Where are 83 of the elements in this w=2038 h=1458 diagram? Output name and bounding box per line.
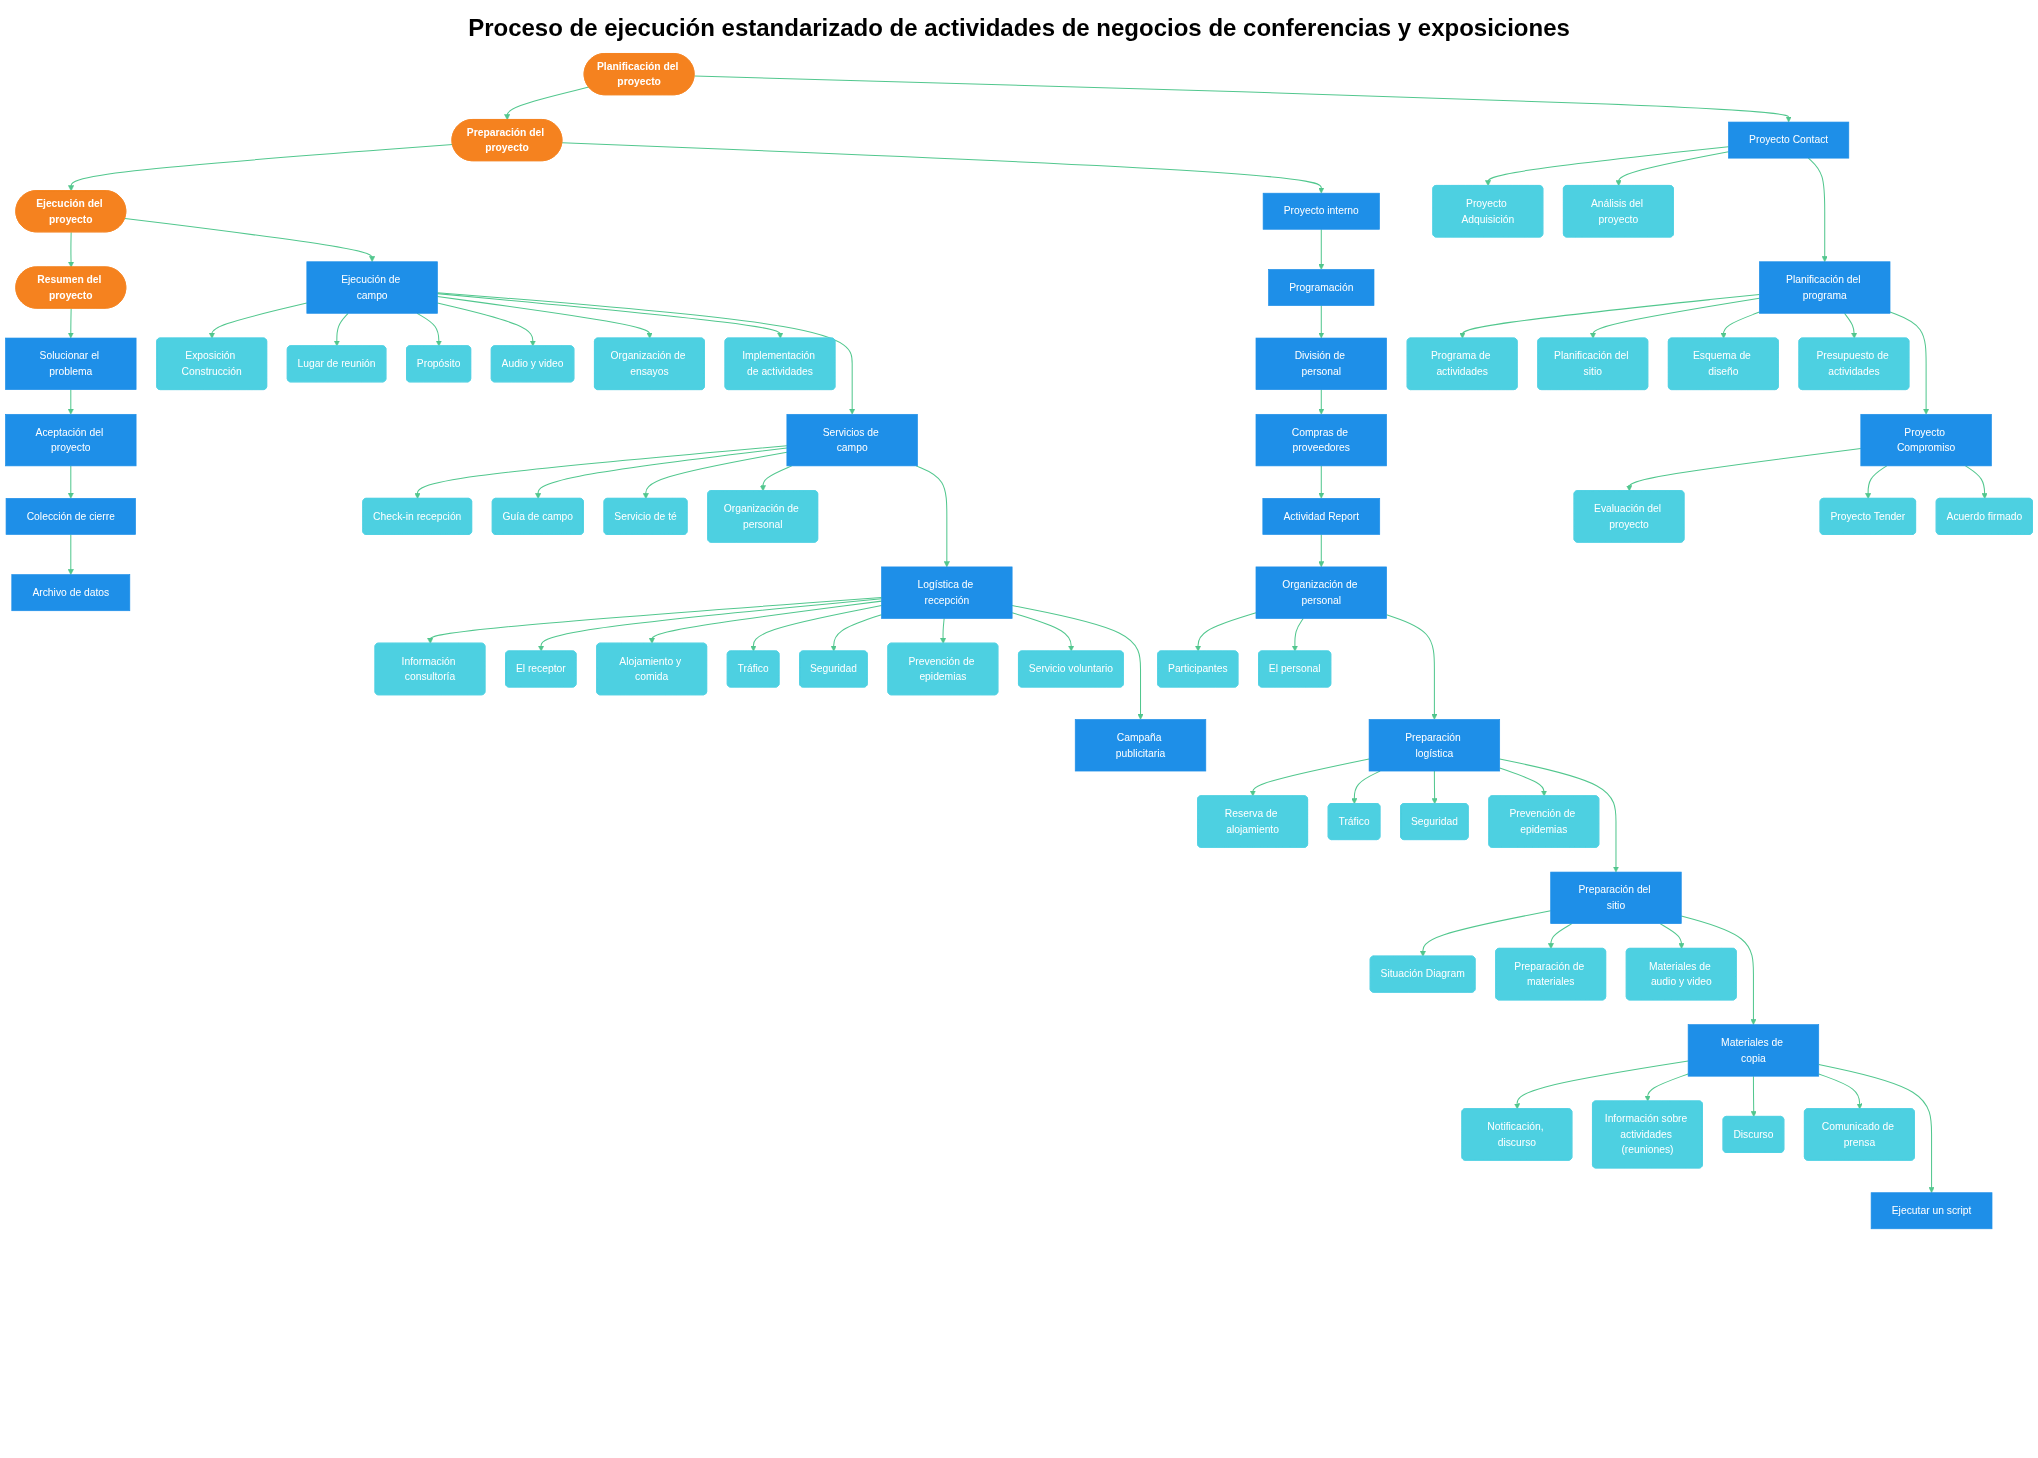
arrow xyxy=(416,312,442,347)
arrow xyxy=(940,617,947,644)
arrow xyxy=(1485,146,1729,187)
node-box: Logística de recepción xyxy=(881,566,1013,619)
node-box: Archivo de datos xyxy=(11,574,131,612)
arrow xyxy=(68,144,454,192)
arrow xyxy=(1249,758,1370,797)
arrow xyxy=(67,389,74,415)
arrow xyxy=(1011,612,1075,652)
node-box: Proyecto interno xyxy=(1262,192,1380,230)
arrow xyxy=(427,597,883,644)
node-box: Compras de proveedores xyxy=(1255,414,1387,467)
diagram-title: Proceso de ejecución estandarizado de actividades de negocios de conferencias y exposiciones xyxy=(467,14,1571,42)
arrow xyxy=(1659,923,1685,949)
arrow xyxy=(124,217,376,263)
arrow xyxy=(1419,910,1552,957)
arrow xyxy=(1291,617,1304,652)
arrow xyxy=(693,75,1792,123)
arrow xyxy=(642,451,788,499)
arrow xyxy=(67,307,74,339)
arrow xyxy=(67,465,74,499)
arrow xyxy=(1318,389,1325,415)
node-box: Preparación del sitio xyxy=(1550,871,1682,924)
arrow xyxy=(1547,923,1573,949)
arrow xyxy=(1499,758,1619,873)
arrow xyxy=(1818,1063,1935,1193)
node-box: Planificación del programa xyxy=(1759,261,1891,314)
arrow xyxy=(436,292,856,415)
arrow xyxy=(67,533,74,575)
arrow xyxy=(1318,533,1325,568)
arrow xyxy=(1865,465,1888,499)
node-box: Servicios de campo xyxy=(786,414,918,467)
node-box: Proyecto Compromiso xyxy=(1860,414,1992,467)
node-box: Actividad Report xyxy=(1262,498,1381,535)
arrow xyxy=(538,598,883,652)
arrow xyxy=(1386,614,1438,720)
arrow xyxy=(68,231,75,268)
arrow xyxy=(436,293,784,339)
arrow xyxy=(1499,767,1547,797)
arrow xyxy=(1615,151,1729,187)
node-box: Preparación logística xyxy=(1368,719,1501,772)
arrow xyxy=(1889,311,1930,415)
arrow xyxy=(1589,297,1760,339)
node-box: Ejecutar un script xyxy=(1870,1192,1993,1230)
arrow xyxy=(1626,447,1862,492)
node-box: Proyecto Contact xyxy=(1728,121,1850,159)
arrow xyxy=(414,445,788,499)
arrow xyxy=(1807,157,1828,263)
node-box: Ejecución de campo xyxy=(306,261,438,314)
arrow xyxy=(648,600,883,644)
arrow xyxy=(1964,465,1988,499)
arrow xyxy=(1318,228,1325,270)
arrow xyxy=(1195,612,1257,652)
arrow xyxy=(1011,605,1144,720)
arrow xyxy=(915,465,950,568)
arrow xyxy=(1459,293,1760,339)
arrow xyxy=(535,447,788,499)
arrow xyxy=(1514,1060,1689,1110)
node-box: Solucionar el problema xyxy=(5,337,137,390)
arrow xyxy=(1431,770,1438,805)
arrow xyxy=(830,614,883,652)
arrow xyxy=(208,302,308,339)
node-box: Aceptación del proyecto xyxy=(5,414,137,467)
node-box: Programación xyxy=(1268,269,1375,306)
arrow xyxy=(333,312,349,347)
arrow xyxy=(1720,311,1760,339)
arrow xyxy=(1750,1075,1757,1118)
arrow xyxy=(1318,305,1325,339)
node-box: Campaña publicitaria xyxy=(1074,719,1207,772)
node-box: Materiales de copia xyxy=(1687,1024,1820,1077)
arrow xyxy=(436,296,653,339)
node-box: Colección de cierre xyxy=(5,498,136,535)
arrow xyxy=(1680,915,1757,1025)
arrow xyxy=(561,142,1325,194)
arrow xyxy=(504,86,590,121)
arrow xyxy=(436,302,536,347)
node-box: Organización de personal xyxy=(1255,566,1387,619)
arrow xyxy=(1644,1073,1689,1102)
arrow xyxy=(1843,312,1858,339)
arrow xyxy=(750,605,883,652)
node-box: División de personal xyxy=(1255,337,1387,390)
arrow xyxy=(1318,465,1325,499)
arrow xyxy=(1818,1073,1863,1110)
